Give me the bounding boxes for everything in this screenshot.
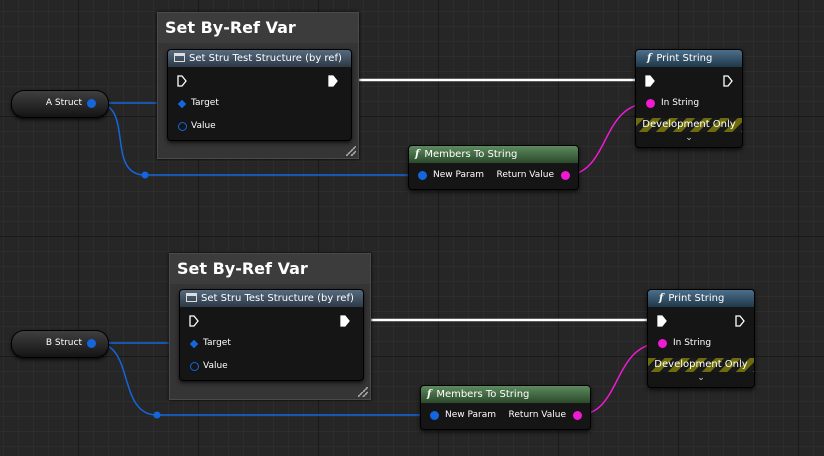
variable-label: B Struct (45, 338, 82, 348)
struct-variable-node[interactable]: B Struct (11, 330, 109, 358)
exec-in-pin-icon[interactable] (177, 75, 187, 87)
new-param-pin-icon[interactable] (430, 411, 439, 420)
in-string-label: In String (673, 338, 712, 348)
comment-title[interactable]: Set By-Ref Var (170, 254, 370, 284)
struct-out-pin-icon[interactable] (87, 99, 96, 108)
print-string-node[interactable]: f Print String In String Development Only… (635, 49, 743, 148)
return-value-label: Return Value (496, 170, 554, 180)
target-pin-icon[interactable] (189, 339, 199, 349)
function-icon: f (647, 53, 652, 64)
variable-icon (174, 53, 185, 62)
exec-out-pin-icon[interactable] (340, 315, 350, 327)
members-to-string-node[interactable]: f Members To String New Param Return Valu… (420, 385, 591, 430)
variable-label: A Struct (45, 98, 82, 108)
struct-out-pin-icon[interactable] (87, 339, 96, 348)
exec-out-pin-icon[interactable] (723, 75, 733, 87)
exec-out-pin-icon[interactable] (328, 75, 338, 87)
new-param-pin-icon[interactable] (418, 171, 427, 180)
function-icon: f (659, 293, 664, 304)
value-label: Value (203, 361, 228, 371)
value-pin-icon[interactable] (190, 362, 199, 371)
members-to-string-node[interactable]: f Members To String New Param Return Valu… (408, 145, 579, 190)
node-header[interactable]: f Members To String (421, 386, 590, 403)
reroute-knot[interactable] (141, 171, 149, 179)
comment-title[interactable]: Set By-Ref Var (158, 13, 358, 43)
function-icon: f (427, 389, 432, 400)
node-title: Print String (668, 293, 725, 304)
value-label: Value (191, 121, 216, 131)
in-string-label: In String (661, 98, 700, 108)
node-title: Set Stru Test Structure (by ref) (201, 293, 354, 304)
node-title: Members To String (424, 149, 518, 160)
chevron-down-icon[interactable]: ⌄ (685, 133, 693, 143)
in-string-pin-icon[interactable] (658, 339, 667, 348)
node-title: Members To String (436, 389, 530, 400)
node-header[interactable]: Set Stru Test Structure (by ref) (168, 50, 351, 67)
return-value-pin-icon[interactable] (573, 411, 582, 420)
resize-handle-icon[interactable] (358, 387, 368, 397)
node-header[interactable]: f Print String (648, 290, 754, 307)
return-value-label: Return Value (508, 410, 566, 420)
return-value-pin-icon[interactable] (561, 171, 570, 180)
node-title: Set Stru Test Structure (by ref) (189, 53, 342, 64)
target-label: Target (191, 98, 219, 108)
set-by-ref-node[interactable]: Set Stru Test Structure (by ref) Target … (179, 289, 364, 381)
variable-icon (186, 293, 197, 302)
exec-in-pin-icon[interactable] (645, 75, 655, 87)
value-pin-icon[interactable] (178, 122, 187, 131)
function-icon: f (415, 149, 420, 160)
print-string-node[interactable]: f Print String In String Development Only… (647, 289, 755, 388)
new-param-label: New Param (445, 410, 497, 420)
target-pin-icon[interactable] (177, 99, 187, 109)
node-header[interactable]: f Print String (636, 50, 742, 67)
node-header[interactable]: Set Stru Test Structure (by ref) (180, 290, 363, 307)
chevron-down-icon[interactable]: ⌄ (697, 373, 705, 383)
new-param-label: New Param (433, 170, 485, 180)
development-only-banner: Development Only (636, 118, 742, 132)
resize-handle-icon[interactable] (346, 146, 356, 156)
reroute-knot[interactable] (153, 411, 161, 419)
development-only-banner: Development Only (648, 358, 754, 372)
set-by-ref-node[interactable]: Set Stru Test Structure (by ref) Target … (167, 49, 352, 141)
node-title: Print String (656, 53, 713, 64)
exec-in-pin-icon[interactable] (657, 315, 667, 327)
struct-variable-node[interactable]: A Struct (11, 90, 109, 118)
exec-in-pin-icon[interactable] (189, 315, 199, 327)
in-string-pin-icon[interactable] (646, 99, 655, 108)
node-header[interactable]: f Members To String (409, 146, 578, 163)
exec-out-pin-icon[interactable] (735, 315, 745, 327)
target-label: Target (203, 338, 231, 348)
